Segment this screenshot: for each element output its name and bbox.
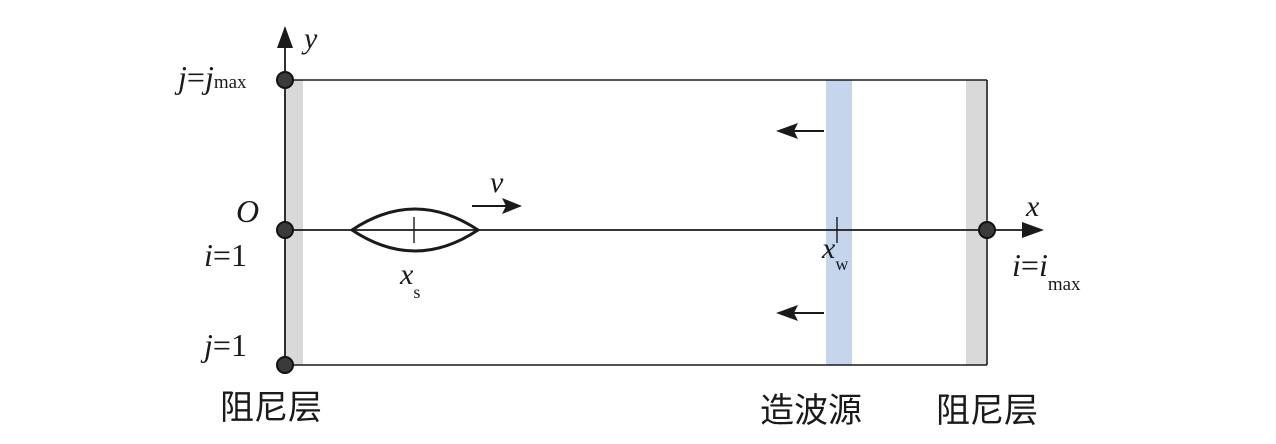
xs-label: xs	[399, 258, 420, 302]
y-axis-label: y	[301, 22, 318, 55]
xs-var: x	[399, 258, 414, 291]
wave-source-label: 造波源	[760, 391, 862, 431]
node-j1	[276, 356, 294, 374]
x-axis-arrowhead	[1022, 222, 1044, 238]
j-one-label: j=1	[200, 327, 247, 363]
imax-eq: =	[1021, 247, 1039, 283]
jmax-var: j	[174, 59, 187, 95]
jmax-rhs: j	[201, 59, 214, 95]
j-one-rest: =1	[213, 327, 247, 363]
jmax-sub: max	[214, 72, 247, 93]
j-one-var: j	[200, 327, 213, 363]
y-axis-arrowhead	[277, 26, 293, 48]
left-damping-layer	[285, 80, 303, 365]
xs-sub: s	[413, 282, 420, 302]
jmax-eq: =	[187, 59, 205, 95]
xw-sub: w	[835, 254, 848, 274]
right-damping-label: 阻尼层	[936, 391, 1038, 431]
xw-var: x	[821, 232, 836, 265]
i-one-label: i=1	[204, 237, 247, 273]
origin-label: O	[236, 193, 259, 229]
moving-body	[349, 207, 481, 253]
left-damping-label: 阻尼层	[220, 388, 322, 428]
node-imax	[978, 221, 996, 239]
jmax-label: j=jmax	[174, 59, 247, 95]
velocity-arrowhead	[502, 198, 522, 214]
imax-rhs: i	[1039, 247, 1048, 283]
right-damping-layer	[966, 80, 986, 365]
node-jmax	[276, 71, 294, 89]
i-one-rest: =1	[213, 237, 247, 273]
x-axis-label: x	[1025, 190, 1040, 223]
i-one-var: i	[204, 237, 213, 273]
node-origin	[276, 221, 294, 239]
wave-maker-strip	[826, 80, 852, 365]
wave-arrow-lower-head	[776, 305, 798, 321]
imax-label: i=imax	[1012, 247, 1081, 295]
imax-sub: max	[1048, 274, 1081, 295]
xw-label: xw	[821, 232, 848, 274]
wave-arrow-upper-head	[776, 123, 798, 139]
imax-var: i	[1012, 247, 1021, 283]
velocity-label: v	[490, 166, 504, 199]
